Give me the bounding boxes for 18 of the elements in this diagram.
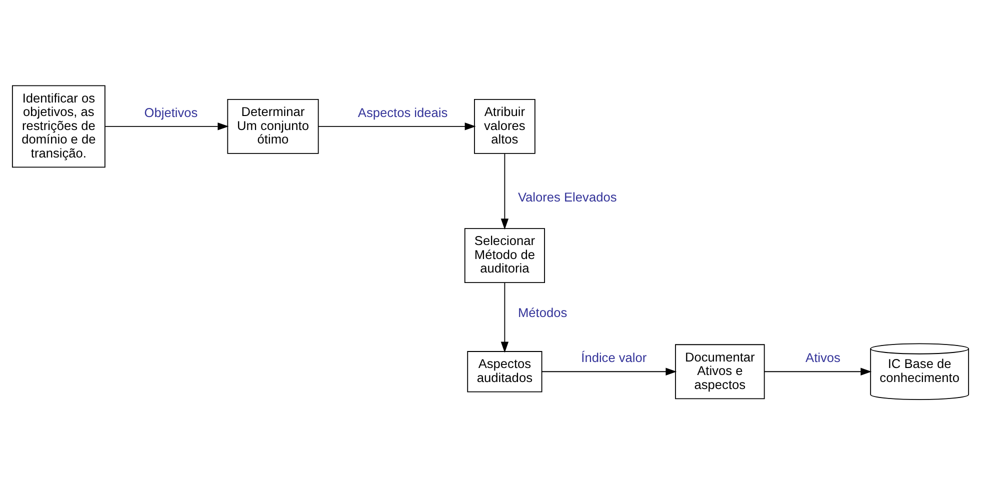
node-box: Selecionar Método de auditoria: [464, 228, 545, 283]
edge-label: Índice valor: [581, 350, 647, 365]
arrow: [764, 367, 872, 375]
arrow: [541, 367, 677, 375]
arrow: [104, 122, 229, 130]
edge-label: Valores Elevados: [518, 189, 617, 204]
edge-label: Ativos: [806, 350, 840, 365]
arrow: [500, 282, 509, 352]
node-box: Identificar os objetivos, as restrições de domínio e de transição.: [12, 84, 106, 168]
node-box: Atribuir valores altos: [474, 98, 536, 154]
edge-label: Aspectos ideais: [358, 104, 448, 120]
node-box: Aspectos auditados: [467, 350, 542, 392]
arrow: [500, 152, 509, 230]
arrow: [318, 122, 476, 130]
edge-label: Objetivos: [144, 104, 198, 120]
node-box: Documentar Ativos e aspectos: [675, 344, 765, 399]
node-box: Determinar Um conjunto ótimo: [227, 98, 319, 154]
edge-label: Métodos: [518, 304, 568, 320]
